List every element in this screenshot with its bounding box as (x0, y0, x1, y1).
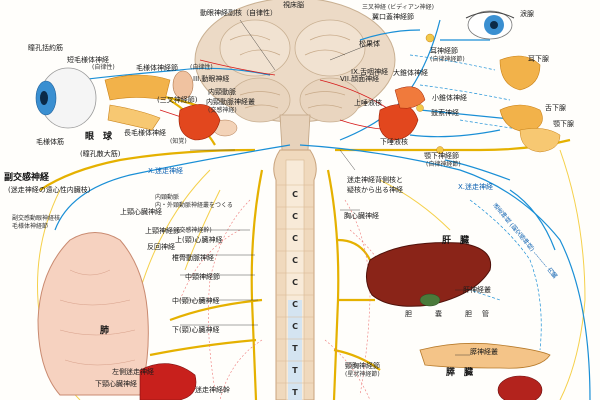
label-otic-ganglion-sub: (自律神経節) (430, 56, 465, 63)
parasympathetic-dashed (409, 54, 542, 354)
label-middle-cervical-ganglion: 中頸神経節 (185, 273, 220, 281)
label-recurrent-laryngeal: 反回神経 (147, 243, 175, 251)
label-superior-cervical-ganglion: 上頸神経節 (145, 227, 180, 235)
label-chorda-tympani: 鼓索神経 (431, 109, 459, 117)
spinal-column (273, 149, 317, 400)
parasympathetic-nerves (54, 19, 591, 400)
label-left-note-2: 毛様体神経節 (12, 223, 49, 230)
label-lesser-petrosal: 小錐体神経 (432, 94, 467, 102)
label-glossopharyngeal-ix: IX.舌咽神経 (351, 68, 389, 76)
label-left-vagus: 左側迷走神経 (112, 368, 154, 376)
label-pupil-dilator: (瞳孔散大筋) (80, 150, 121, 158)
label-long-ciliary-sub: (知覚) (170, 138, 187, 145)
label-parasympathetic-title: 副交感神経 (4, 173, 50, 183)
label-duct-2: 管 (482, 310, 489, 318)
label-parasympathetic-sub: (迷走神経の遠心性内臓枝) (8, 186, 91, 194)
label-greater-petrosal: 大錐体神経 (393, 69, 428, 77)
label-lower-cardiac: 下頸心臓神経 (95, 380, 137, 388)
liver (366, 242, 492, 307)
label-cr-note-2: 内・外頸動脈神経叢をつくる (155, 202, 233, 209)
label-left-note-1: 副交感動眼神経核 (12, 215, 61, 222)
label-pancreatic-plexus: 膵神経叢 (470, 348, 498, 356)
label-middle-cardiac: 中(頸)心臓神経 (172, 297, 220, 305)
label-gallbladder: 胆 (405, 310, 412, 318)
right-glands (416, 33, 561, 154)
spinal-segment-5: C (292, 278, 298, 287)
label-submandibular: 顎下腺 (553, 120, 574, 128)
spinal-segment-6: C (292, 300, 298, 309)
label-pineal: 松果体 (359, 40, 380, 48)
label-thoracic-cardiac: 胸心臓神経 (344, 212, 379, 220)
label-pancreas: 膵 臓 (446, 368, 474, 378)
label-facial-vii: VII.顔面神経 (340, 75, 380, 83)
label-short-ciliary: 短毛様体神経 (67, 56, 109, 64)
label-upper-cervical-cardiac: 上頸心臓神経 (120, 208, 162, 216)
orbital-muscles (104, 70, 238, 137)
label-dosa-nerve: 動眼神経副核（自律性） (200, 9, 277, 17)
label-vertebral-ganglion: 椎骨動脈神経 (172, 254, 214, 262)
label-hepatic-plexus: 肝神経叢 (463, 286, 491, 294)
label-lacrimal-gland: 涙腺 (520, 10, 534, 18)
label-submandibular-ganglion: 顎下神経節 (424, 152, 459, 160)
label-stellate: 頸胸神経節 (345, 362, 380, 370)
label-vagus-dorsal-nucleus-2: 疑核から出る神経 (347, 186, 403, 194)
label-short-ciliary-sub: (自律性) (92, 64, 115, 71)
label-ciliary-ganglion-sub: (自律性) (190, 64, 213, 71)
label-trigeminal-vidian: 三叉神経 (ビディアン神経) (362, 4, 434, 11)
pancreas (419, 342, 551, 369)
label-lung: 肺 (100, 326, 110, 336)
salivary-glands (178, 86, 426, 141)
label-thalamus: 視床脳 (283, 1, 304, 9)
label-duct: 胆 (465, 310, 472, 318)
spinal-segment-9: T (292, 366, 298, 375)
label-oculomotor-iii: III.動眼神経 (193, 75, 230, 83)
label-lower-cervical-cardiac: 下(頸)心臓神経 (172, 326, 220, 334)
label-bile-duct: 嚢 (435, 310, 442, 318)
eye-left (35, 67, 97, 129)
spinal-segment-7: C (292, 322, 298, 331)
label-ciliary-ganglion: 毛様体神経節 (136, 64, 178, 72)
label-superior-cervical-ganglion-sub: (交感神経幹) (177, 227, 212, 234)
label-eyeball: 眼 球 (85, 132, 113, 142)
label-submandibular-ganglion-sub: (自律神経節) (426, 161, 461, 168)
label-stellate-sub: (星状神経節) (345, 371, 380, 378)
label-pupil-sphincter: 瞳孔括約筋 (28, 44, 63, 52)
label-inferior-salivatory: 下唾液核 (380, 138, 408, 146)
spinal-segment-1: C (292, 190, 298, 199)
label-vagal-trunk: 迷走神経幹 (195, 386, 230, 394)
label-otic-ganglion: 耳神経節 (430, 47, 458, 55)
label-trigeminal-ganglion: (三叉神経節) (157, 96, 198, 104)
brain (194, 0, 396, 151)
kidney (497, 375, 543, 400)
spinal-segment-8: T (292, 344, 298, 353)
label-vagus-left: X.迷走神経 (148, 167, 184, 175)
label-internal-carotid: 内頸動脈 (208, 88, 236, 96)
spinal-segment-2: C (292, 212, 298, 221)
spinal-segment-10: T (292, 388, 298, 397)
label-parotid: 耳下腺 (528, 55, 549, 63)
label-cr-note-1: 内頸動脈 (155, 194, 180, 201)
eye-right (465, 10, 515, 40)
heart (139, 363, 197, 400)
label-ciliary-muscle: 毛様体筋 (36, 138, 64, 146)
leader-lines (160, 19, 470, 366)
spinal-segment-3: C (292, 234, 298, 243)
label-vagus-dorsal-nucleus: 迷走神経背側核と (347, 176, 403, 184)
label-internal-carotid-plexus-sub: (交感神経) (208, 107, 237, 114)
label-sublingual: 舌下腺 (545, 104, 566, 112)
label-long-ciliary: 長毛様体神経 (124, 129, 166, 137)
spinal-segment-4: C (292, 256, 298, 265)
label-pterygopalatine-ganglion: 翼口蓋神経節 (372, 13, 414, 21)
label-internal-carotid-plexus: 内頸動脈神経叢 (206, 98, 255, 106)
label-vagus-right: X.迷走神経 (458, 183, 494, 191)
label-superior-salivatory: 上唾液核 (354, 99, 382, 107)
label-upper-cardiac-left: 上(頸)心臓神経 (175, 236, 223, 244)
label-liver: 肝 臓 (442, 236, 470, 246)
